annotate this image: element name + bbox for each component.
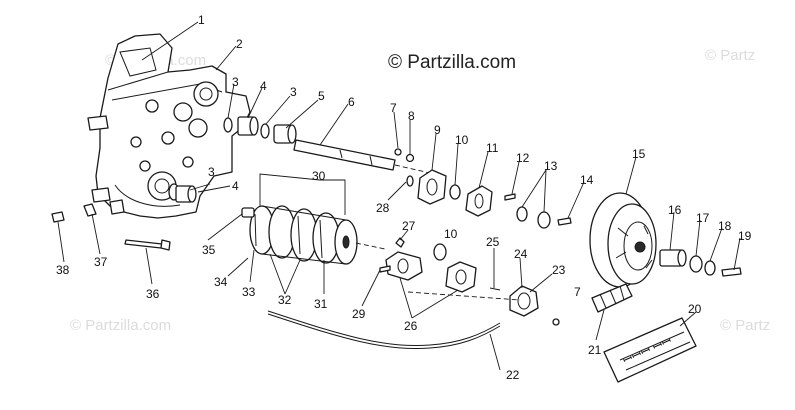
- callout-38: 38: [56, 263, 70, 277]
- callout-20: 20: [688, 302, 702, 316]
- drive-shaft: [293, 139, 431, 174]
- callout-4-lower: 4: [232, 179, 239, 193]
- callout-13: 13: [544, 159, 558, 173]
- callout-labels: 1 2 3 4 3 5 6 7 8 9 10 11 12 13 14 15 16…: [56, 13, 752, 382]
- callout-24: 24: [514, 247, 528, 261]
- gearcase-housing: [87, 33, 251, 219]
- callout-26: 26: [404, 319, 418, 333]
- speedometer-cable: [267, 310, 501, 350]
- upper-cover-plates: [394, 148, 572, 229]
- watermark-faint-bottom-left: © Partzilla.com: [70, 317, 171, 334]
- callout-34: 34: [214, 275, 228, 289]
- callout-28: 28: [376, 201, 390, 215]
- callout-21: 21: [588, 343, 602, 357]
- callout-3-top: 3: [232, 75, 239, 89]
- callout-4-top: 4: [260, 79, 267, 93]
- callout-11: 11: [486, 141, 499, 155]
- callout-25: 25: [486, 235, 500, 249]
- callout-7-lower: 7: [574, 285, 581, 299]
- callout-31: 31: [314, 297, 328, 311]
- callout-19: 19: [738, 229, 752, 243]
- lower-cover-plates: [379, 237, 560, 326]
- callout-30: 30: [312, 169, 326, 183]
- callout-16: 16: [668, 203, 682, 217]
- driven-clutch: [589, 192, 742, 288]
- leader-lines: [57, 21, 741, 371]
- callout-6: 6: [348, 95, 355, 109]
- callout-15: 15: [632, 147, 646, 161]
- callout-33: 33: [242, 285, 256, 299]
- callout-18: 18: [718, 219, 732, 233]
- gear-cluster: [241, 205, 386, 265]
- callout-22: 22: [506, 368, 520, 382]
- callout-29: 29: [352, 307, 366, 321]
- callout-1: 1: [198, 13, 205, 27]
- callout-10-lower: 10: [444, 227, 458, 241]
- lower-bearing-set: [168, 183, 197, 203]
- callout-14: 14: [580, 173, 594, 187]
- callout-27: 27: [402, 219, 416, 233]
- callout-3-mid: 3: [290, 85, 297, 99]
- callout-9: 9: [434, 123, 441, 137]
- upper-bearing-set: [223, 116, 297, 144]
- decal-sheet: ꟷꟷꟷ ꟷꟷ: [603, 317, 697, 383]
- watermark-main: © Partzilla.com: [388, 52, 516, 73]
- housing-fasteners: [51, 203, 171, 251]
- callout-8: 8: [408, 109, 415, 123]
- drive-belt: [591, 283, 633, 313]
- callout-32: 32: [278, 293, 292, 307]
- callout-10-top: 10: [455, 133, 469, 147]
- callout-37: 37: [94, 255, 108, 269]
- callout-3-lower: 3: [208, 165, 215, 179]
- callout-36: 36: [146, 287, 160, 301]
- callout-35: 35: [202, 243, 216, 257]
- callout-17: 17: [696, 211, 710, 225]
- callout-23: 23: [552, 263, 566, 277]
- callout-2: 2: [236, 37, 243, 51]
- watermark-faint-bottom-right: © Partz: [720, 317, 770, 334]
- callout-12: 12: [516, 151, 530, 165]
- callout-7-top: 7: [390, 101, 397, 115]
- watermark-faint-top-right: © Partz: [705, 47, 755, 64]
- callout-5: 5: [318, 89, 325, 103]
